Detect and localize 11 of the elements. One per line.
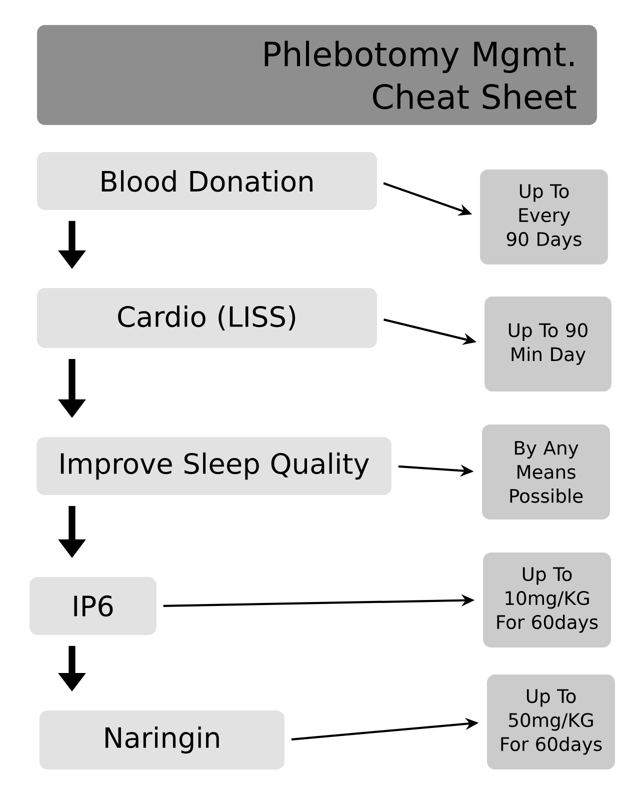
- note-box: Up To 50mg/KG For 60days: [487, 674, 615, 770]
- note-box: Up To 10mg/KG For 60days: [483, 552, 611, 648]
- note-box: Up To 90 Min Day: [484, 296, 612, 392]
- step-box: IP6: [30, 577, 156, 635]
- note-box: By Any Means Possible: [482, 424, 610, 520]
- step-box: Blood Donation: [37, 152, 377, 210]
- step-box: Cardio (LISS): [37, 288, 377, 348]
- note-box: Up To Every 90 Days: [480, 170, 608, 264]
- header-box: Phlebotomy Mgmt. Cheat Sheet: [37, 25, 597, 125]
- step-box: Improve Sleep Quality: [36, 437, 392, 495]
- step-box: Naringin: [39, 710, 285, 770]
